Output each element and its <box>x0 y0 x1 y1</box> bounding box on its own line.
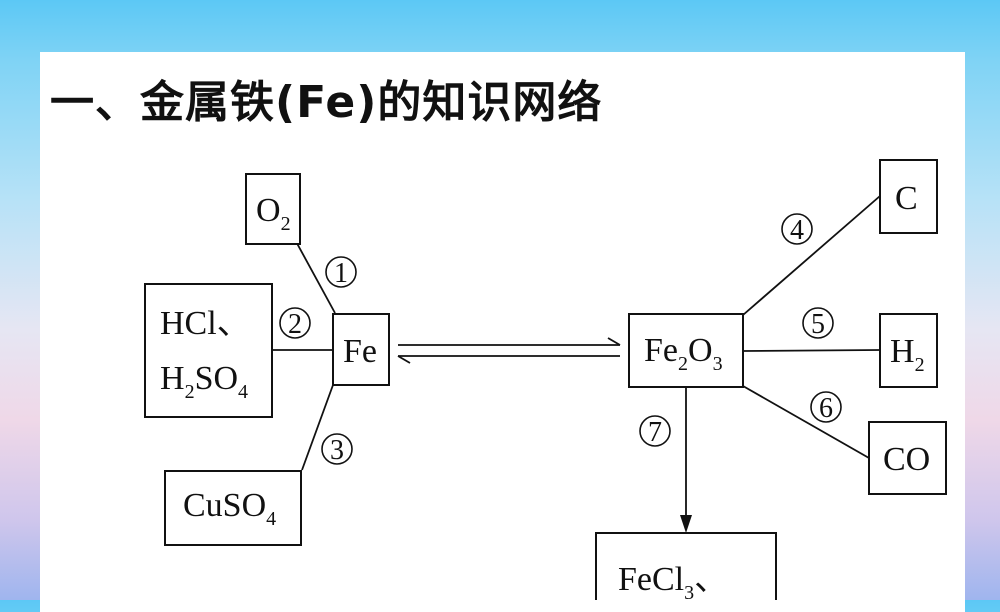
two-way-arrow <box>397 337 621 364</box>
box-h2 <box>879 313 938 388</box>
label-c: C <box>895 180 918 217</box>
reaction-marker-4: 4 <box>781 213 813 246</box>
label-h2: H2 <box>890 333 925 376</box>
title-suffix: 的知识网络 <box>377 77 603 128</box>
line-cuso4-fe <box>301 384 334 471</box>
svg-text:3: 3 <box>330 435 344 466</box>
svg-text:4: 4 <box>790 215 804 246</box>
title-main: 金属铁 <box>140 77 275 128</box>
svg-text:5: 5 <box>811 309 825 340</box>
box-fecl3 <box>595 532 777 600</box>
box-cuso4 <box>164 470 302 546</box>
label-co: CO <box>883 441 930 478</box>
page-title: 一、金属铁(Fe)的知识网络 <box>50 78 602 128</box>
box-c <box>879 159 938 234</box>
line-fe2o3-h2 <box>742 349 881 352</box>
arrow-head <box>680 515 692 533</box>
svg-text:7: 7 <box>648 417 662 448</box>
reaction-marker-6: 6 <box>810 391 842 424</box>
title-paren-close: ) <box>356 77 378 128</box>
box-co <box>868 421 947 495</box>
label-h2so4: H2SO4 <box>160 360 248 403</box>
line-fe2o3-co <box>742 385 870 459</box>
label-o2: O2 <box>256 192 291 235</box>
svg-text:6: 6 <box>819 393 833 424</box>
title-prefix: 一、 <box>50 77 140 128</box>
reaction-marker-5: 5 <box>802 307 834 340</box>
box-fe <box>332 313 390 386</box>
label-hcl: HCl、 <box>160 305 251 342</box>
reaction-marker-2: 2 <box>279 307 311 340</box>
reaction-marker-7: 7 <box>639 415 671 448</box>
label-fecl3: FeCl3、 <box>618 561 728 600</box>
box-hcl-h2so4 <box>144 283 273 418</box>
box-o2 <box>245 173 301 245</box>
label-fe2o3: Fe2O3 <box>644 332 723 375</box>
svg-text:2: 2 <box>288 309 302 340</box>
svg-text:1: 1 <box>334 258 348 289</box>
title-paren-open: ( <box>275 77 297 128</box>
reaction-marker-1: 1 <box>325 256 357 289</box>
box-fe2o3 <box>628 313 744 388</box>
label-fe: Fe <box>343 333 377 370</box>
title-element: Fe <box>296 77 357 128</box>
line-fe2o3-c <box>742 195 881 316</box>
reaction-marker-3: 3 <box>321 433 353 466</box>
label-cuso4: CuSO4 <box>183 487 276 530</box>
